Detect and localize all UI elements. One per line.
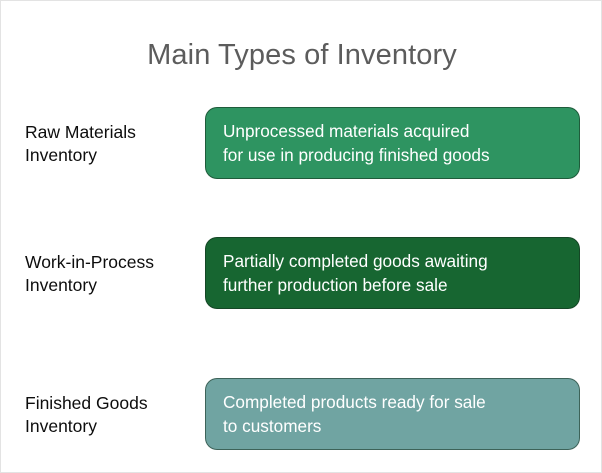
page-title: Main Types of Inventory xyxy=(147,39,457,71)
description-text-work-in-process: Partially completed goods awaiting furth… xyxy=(223,249,488,297)
row-label-line-2: Inventory xyxy=(25,145,97,165)
row-label-line-1: Work-in-Process xyxy=(25,252,155,272)
row-label-line-2: Inventory xyxy=(25,275,97,295)
description-line-2: to customers xyxy=(223,416,322,436)
row-label-finished-goods: Finished Goods Inventory xyxy=(25,392,200,438)
description-box-work-in-process: Partially completed goods awaiting furth… xyxy=(205,237,580,309)
description-box-raw-materials: Unprocessed materials acquired for use i… xyxy=(205,107,580,179)
description-line-1: Partially completed goods awaiting xyxy=(223,251,488,271)
inventory-row-finished-goods: Finished Goods Inventory Completed produ… xyxy=(1,376,601,454)
description-line-1: Unprocessed materials acquired xyxy=(223,121,470,141)
description-line-2: for use in producing finished goods xyxy=(223,145,490,165)
row-label-line-1: Finished Goods xyxy=(25,393,148,413)
description-line-2: further production before sale xyxy=(223,275,448,295)
row-label-line-2: Inventory xyxy=(25,416,97,436)
inventory-row-raw-materials: Raw Materials Inventory Unprocessed mate… xyxy=(1,105,601,183)
inventory-row-work-in-process: Work-in-Process Inventory Partially comp… xyxy=(1,235,601,313)
description-text-raw-materials: Unprocessed materials acquired for use i… xyxy=(223,119,490,167)
description-box-finished-goods: Completed products ready for sale to cus… xyxy=(205,378,580,450)
row-label-line-1: Raw Materials xyxy=(25,122,136,142)
row-label-work-in-process: Work-in-Process Inventory xyxy=(25,251,200,297)
description-text-finished-goods: Completed products ready for sale to cus… xyxy=(223,390,486,438)
row-label-raw-materials: Raw Materials Inventory xyxy=(25,121,200,167)
description-line-1: Completed products ready for sale xyxy=(223,392,486,412)
